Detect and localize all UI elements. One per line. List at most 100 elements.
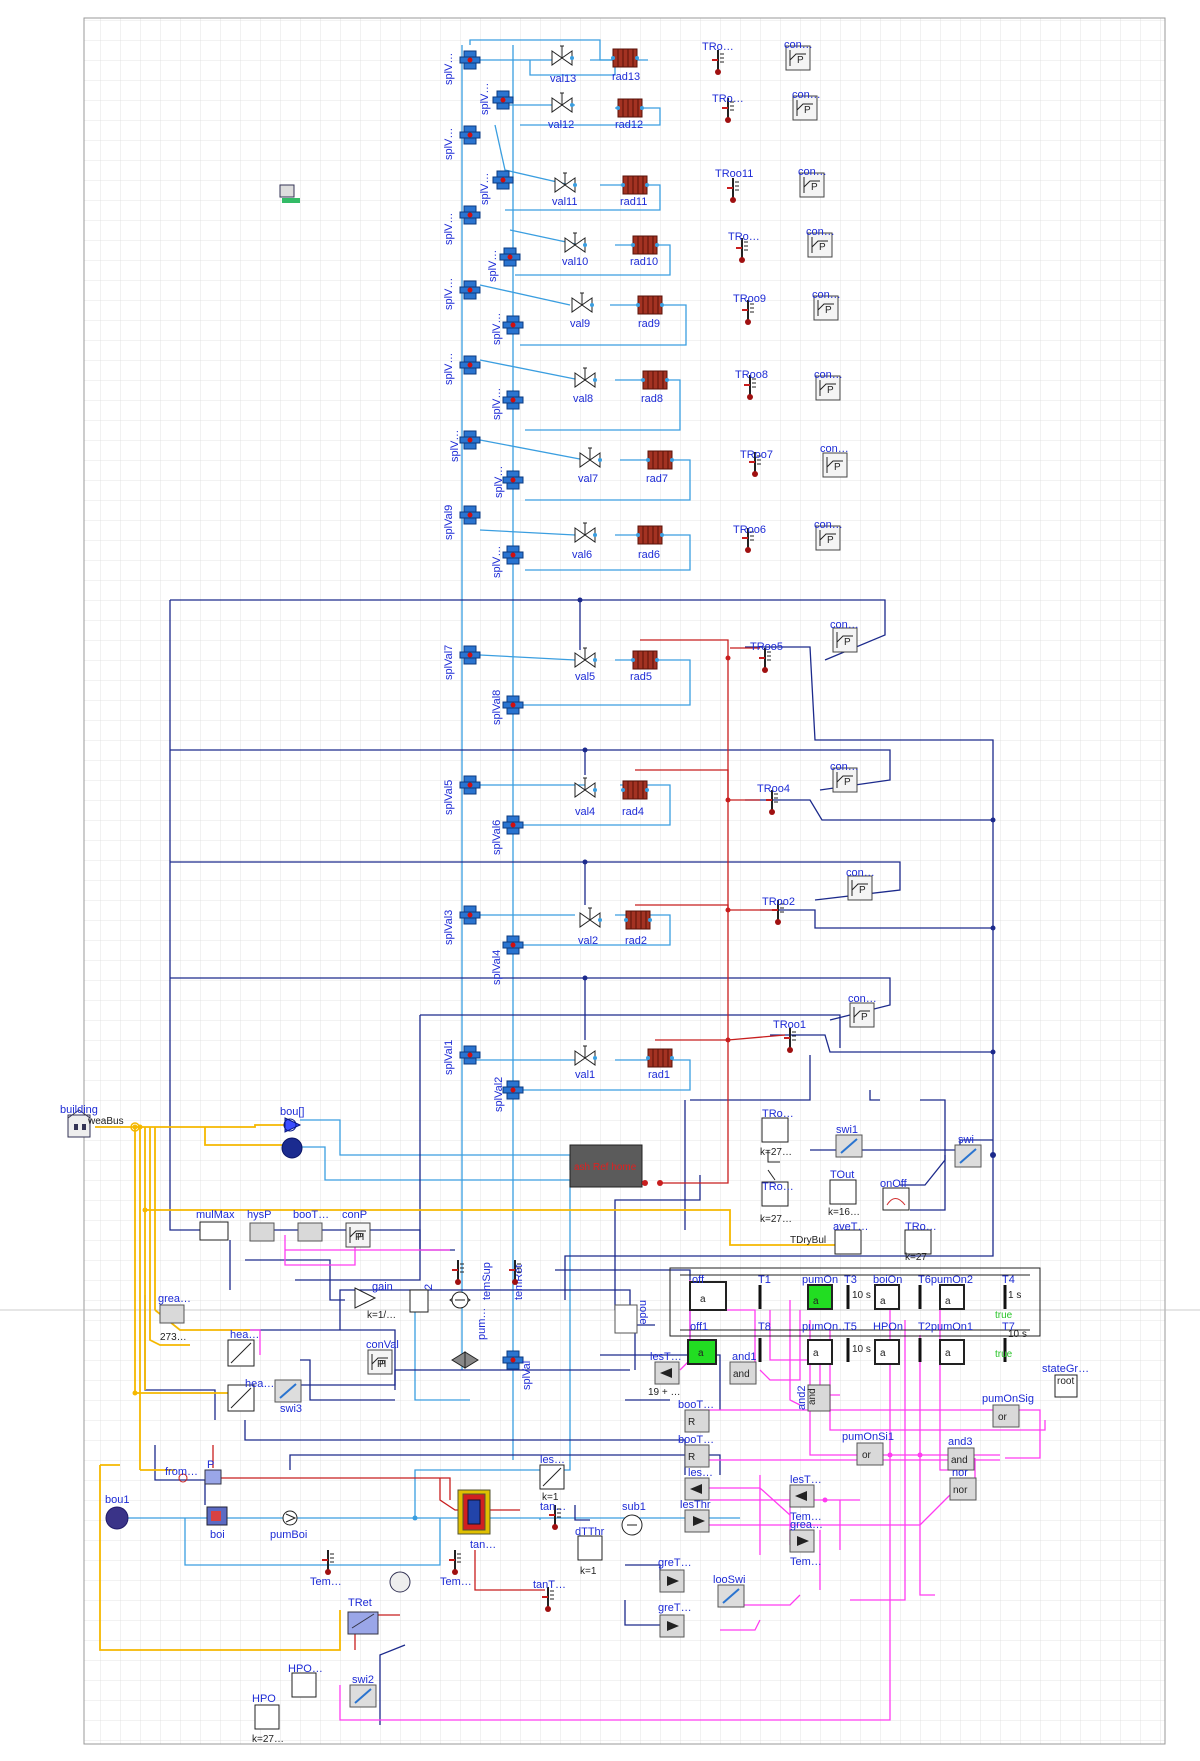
svg-text:and: and [807,1388,818,1405]
radiator-icon[interactable] [623,910,653,930]
svg-text:greT…: greT… [658,1602,692,1614]
svg-text:a: a [813,1348,819,1359]
radiator-icon[interactable] [620,175,650,195]
radiator-icon[interactable] [630,650,660,670]
state-graph-panel[interactable] [669,1267,1041,1337]
svg-text:T3: T3 [844,1274,857,1286]
radiator-icon[interactable] [620,780,650,800]
svg-text:TDryBul: TDryBul [790,1235,826,1246]
svg-text:val5: val5 [575,671,595,683]
radiator-loop-6[interactable]: val6 rad6 TRoo6 con… [572,519,843,561]
heat-pump-output-chain[interactable]: HPO… HPO k=27… swi2 [252,1663,377,1745]
svg-text:con…: con… [812,289,841,301]
svg-text:pumBoi: pumBoi [270,1529,307,1541]
ashrae-building-block[interactable]: ash Ref home [569,1144,663,1188]
svg-text:TOut: TOut [830,1169,854,1181]
svg-text:P: P [207,1459,214,1471]
radiator-loop-7[interactable]: val7 rad7 TRoo7 con… [578,443,849,485]
svg-text:splV…: splV… [443,353,455,385]
svg-text:HPOn: HPOn [873,1321,903,1333]
svg-text:10 s: 10 s [1008,1329,1027,1340]
svg-text:TRet: TRet [348,1597,372,1609]
svg-text:true: true [995,1310,1013,1321]
heating-enable-chain[interactable]: grea… 273… hea… hea… swi3 conVal PI [158,1293,479,1415]
temperature-difference-chain[interactable]: sub1 dTThr k=1 Tem… Tem… TRet tanT… [310,1501,646,1635]
boundary-sources[interactable]: bou[] bou1 [105,1106,304,1530]
svg-text:splVal1: splVal1 [443,1040,455,1075]
radiator-loop-13[interactable]: val13 rad13 TRo… con… [550,39,813,85]
logic-blocks[interactable]: node lesT… 19 + … and and1 and and2 R bo… [614,1300,1089,1638]
state-graph[interactable]: off off1 T1 T8 pumOn pumOn… T3 10 s T5 1… [687,1274,1027,1365]
radiator-icon[interactable] [635,295,665,315]
controller-icon[interactable] [822,452,848,478]
svg-text:val2: val2 [578,935,598,947]
svg-text:val4: val4 [575,806,595,818]
boiler-and-tank[interactable]: from… P boi pumBoi tan… les… k=1 tan… [165,1454,566,1551]
svg-text:or: or [998,1412,1008,1423]
radiator-loop-9[interactable]: val9 rad9 TRoo9 con… [570,289,841,330]
controller-icon[interactable] [849,1002,875,1028]
svg-text:a: a [698,1348,704,1359]
svg-text:TRo…: TRo… [762,1181,794,1193]
svg-text:T2pumOn1: T2pumOn1 [918,1321,973,1333]
svg-text:HPO: HPO [252,1693,276,1705]
supply-control-chain[interactable]: mulMax hysP booT… conP PI gain k=1/… 2 t… [196,1209,525,1340]
svg-text:splVal6: splVal6 [491,820,503,855]
svg-text:splVal3: splVal3 [443,910,455,945]
svg-text:gain: gain [372,1281,393,1293]
svg-text:nor: nor [952,1467,968,1479]
svg-text:splVal9: splVal9 [443,505,455,540]
svg-text:19 + …: 19 + … [648,1387,681,1398]
radiator-loop-11[interactable]: val11 rad11 TRoo11 con… [552,166,827,208]
svg-text:con…: con… [806,226,835,238]
svg-text:and1: and1 [732,1351,756,1363]
radiator-icon[interactable] [645,1048,675,1068]
svg-text:TRoo1: TRoo1 [773,1019,806,1031]
svg-text:boiOn: boiOn [873,1274,902,1286]
svg-text:TRo…: TRo… [905,1221,937,1233]
svg-text:weaBus: weaBus [87,1116,124,1127]
radiator-loop-8[interactable]: val8 rad8 TRoo8 con… [573,367,843,405]
radiator-icon[interactable] [635,525,665,545]
radiator-loop-1[interactable]: val1 rad1 TRoo1 con… [574,993,877,1081]
controller-icon[interactable] [832,627,858,653]
svg-text:splVal8: splVal8 [491,690,503,725]
controller-icon[interactable] [847,875,873,901]
svg-text:tan…: tan… [470,1539,496,1551]
svg-text:k=16…: k=16… [828,1207,860,1218]
building-block[interactable]: building weaBus [60,1104,140,1138]
radiator-icon[interactable] [640,370,670,390]
radiator-loop-2[interactable]: val2 rad2 TRoo2 con… [578,867,875,947]
radiator-icon[interactable] [645,450,675,470]
svg-text:2: 2 [423,1284,435,1290]
svg-text:T7: T7 [1002,1321,1015,1333]
radiator-icon[interactable] [610,48,640,68]
radiator-icon[interactable] [630,235,660,255]
svg-text:splV…: splV… [479,83,491,115]
svg-text:and2: and2 [796,1386,808,1410]
svg-text:R: R [688,1452,695,1463]
radiator-loop-5[interactable]: val5 rad5 TRoo5 con… [574,619,859,683]
room-temperature-switching[interactable]: TRo… k=27… TRo… k=27… swi1 swi TOut k=16… [760,1108,982,1263]
svg-text:rad5: rad5 [630,671,652,683]
svg-text:10 s: 10 s [852,1344,871,1355]
svg-text:Tem…: Tem… [440,1576,472,1588]
svg-text:PI: PI [355,1232,364,1243]
bou1-icon[interactable] [105,1506,129,1530]
svg-text:off1: off1 [690,1321,708,1333]
svg-text:conP: conP [342,1209,367,1221]
svg-text:lesT…: lesT… [650,1351,682,1363]
radiator-loop-10[interactable]: val10 rad10 TRo… con… [562,226,835,268]
radiator-icon[interactable] [615,98,645,118]
radiator-loop-4[interactable]: val4 rad4 TRoo4 con… [574,761,859,818]
svg-text:TRoo8: TRoo8 [735,369,768,381]
svg-text:a: a [880,1348,886,1359]
svg-text:splV…: splV… [443,53,455,85]
svg-text:tan…: tan… [540,1501,566,1513]
svg-text:pum…: pum… [476,1308,488,1340]
svg-text:TRoo11: TRoo11 [715,168,753,180]
small-monitor-icon[interactable] [279,184,300,203]
radiator-loop-12[interactable]: val12 rad12 TRo… con… [548,89,821,131]
svg-text:Tem…: Tem… [310,1576,342,1588]
